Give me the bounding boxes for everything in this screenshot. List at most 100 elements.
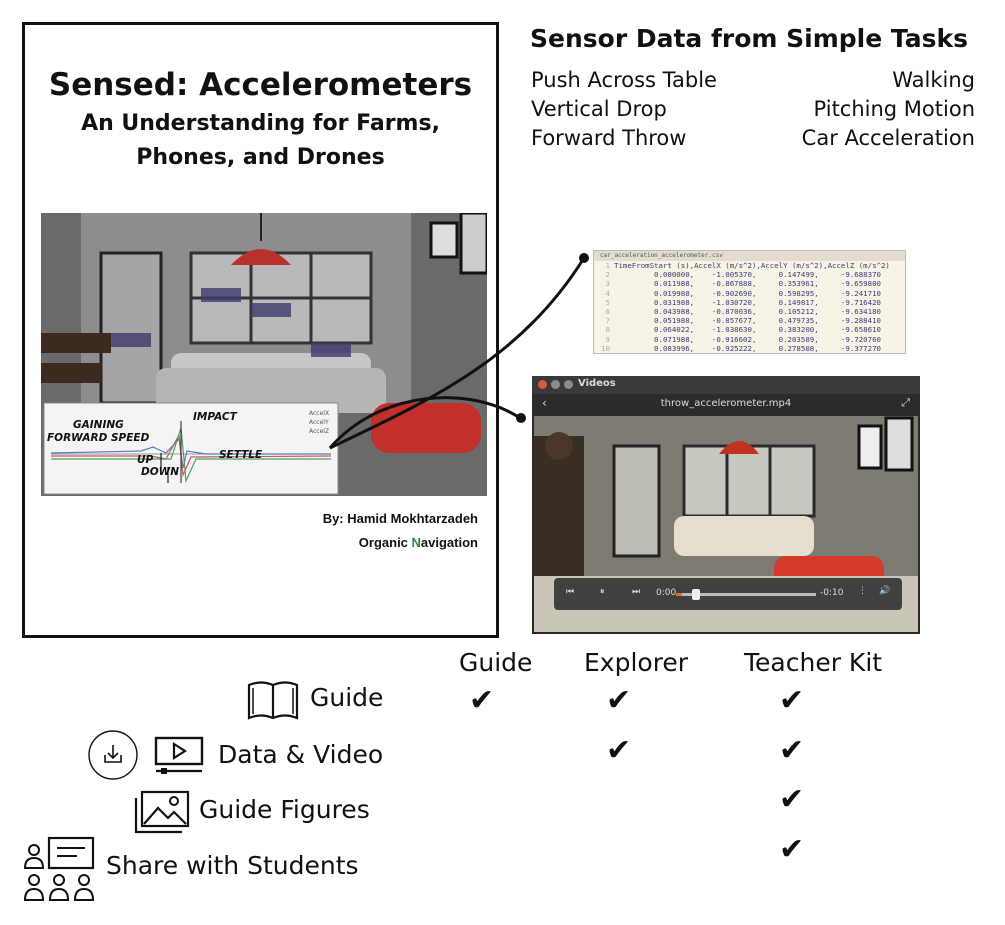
csv-line-number: 10 (601, 343, 610, 353)
seek-progress (676, 593, 682, 596)
task-item: Car Acceleration (801, 126, 975, 150)
maximize-window-button[interactable] (564, 380, 573, 389)
window-titlebar: Videos (532, 376, 920, 394)
column-header-guide: Guide (459, 648, 533, 677)
seek-handle[interactable] (691, 589, 700, 600)
csv-row: 2 0.000000, -1.005370, 0.147499, -9.6883… (596, 270, 905, 279)
column-header-teacher-kit: Teacher Kit (744, 648, 883, 677)
graph-label-settle: SETTLE (219, 449, 263, 461)
csv-row: 3 0.011988, -0.867888, 0.353961, -9.6598… (596, 279, 905, 288)
skip-forward-icon[interactable]: ⏭ (632, 587, 641, 597)
publisher-pre: Organic (358, 535, 412, 550)
image-icon (134, 790, 190, 834)
csv-line-number: 4 (605, 288, 610, 298)
video-icon (154, 736, 204, 774)
publisher-post: avigation (420, 535, 478, 550)
graph-label-gaining-line1: GAINING (73, 419, 124, 431)
csv-cell: -0.867888, (694, 279, 757, 289)
csv-cell: -0.857677, (694, 316, 757, 326)
back-arrow-icon[interactable]: ‹ (542, 396, 547, 410)
video-frame[interactable]: ⏮ ⏸ ⏭ 0:00 -0:10 ⋮ 🔊 (534, 416, 918, 632)
csv-line-number: 7 (605, 316, 610, 326)
csv-cell: -0.902690, (694, 288, 757, 298)
csv-cell: 0.353961, (756, 279, 819, 289)
csv-cell: -9.688370 (818, 270, 881, 280)
row-label-guide: Guide (310, 683, 384, 712)
csv-line-number: 2 (605, 270, 610, 280)
legend-accel-z: AccelZ (309, 428, 330, 435)
cover-publisher: Organic Navigation (359, 535, 478, 550)
time-current: 0:00 (656, 588, 677, 598)
graph-label-impact: IMPACT (193, 411, 237, 423)
check-guide-explorer: ✔ (606, 683, 632, 718)
close-window-button[interactable] (538, 380, 547, 389)
download-icon (88, 730, 138, 780)
cover-subtitle: An Understanding for Farms, Phones, and … (25, 107, 496, 175)
csv-cell: 0.031988, (614, 297, 695, 307)
csv-tab: car_acceleration_accelerometer.csv (594, 251, 905, 261)
playback-controls: ⏮ ⏸ ⏭ 0:00 -0:10 ⋮ 🔊 (554, 578, 902, 610)
check-share-teacher-kit: ✔ (779, 832, 805, 867)
task-item: Pitching Motion (813, 97, 975, 121)
csv-row: 4 0.019988, -0.902690, 0.598295, -9.2417… (596, 289, 905, 298)
csv-cell: 0.149817, (756, 297, 819, 307)
skip-back-icon[interactable]: ⏮ (566, 587, 575, 597)
csv-cell: -0.870036, (694, 307, 757, 317)
check-data-video-teacher-kit: ✔ (779, 733, 805, 768)
csv-row: 7 0.051988, -0.857677, 0.479735, -9.2884… (596, 316, 905, 325)
csv-cell: 0.051988, (614, 316, 695, 326)
csv-cell: 0.383200, (756, 325, 819, 335)
cover-photo: GAINING FORWARD SPEED IMPACT UP DOWN SET… (41, 213, 487, 496)
task-item: Walking (892, 68, 975, 92)
csv-cell: 0.019988, (614, 288, 695, 298)
task-item: Push Across Table (531, 68, 717, 92)
legend-accel-y: AccelY (309, 419, 329, 426)
csv-cell: -9.659800 (818, 279, 881, 289)
cover-subtitle-line1: An Understanding for Farms, (81, 111, 440, 136)
csv-row: 10 0.083996, -0.925222, 0.278508, -9.377… (596, 344, 905, 353)
task-item: Vertical Drop (531, 97, 667, 121)
csv-row: 5 0.031988, -1.030720, 0.149817, -9.7164… (596, 298, 905, 307)
csv-cell: -9.658610 (818, 325, 881, 335)
csv-cell: 0.598295, (756, 288, 819, 298)
csv-cell: 0.000000, (614, 270, 695, 280)
publisher-logo-n: N (411, 535, 421, 550)
seek-bar[interactable] (676, 589, 816, 600)
volume-icon[interactable]: 🔊 (879, 586, 891, 596)
csv-cell: -1.030720, (694, 297, 757, 307)
csv-cell: 0.083996, (614, 343, 695, 353)
csv-header: TimeFromStart (s),AccelX (m/s^2),AccelY … (614, 261, 890, 270)
csv-cell: 0.011988, (614, 279, 695, 289)
cover-author: By: Hamid Mokhtarzadeh (322, 511, 478, 526)
csv-cell: -9.634180 (818, 307, 881, 317)
graph-label-down: DOWN (141, 466, 180, 478)
csv-line-number: 8 (605, 325, 610, 335)
csv-cell: -9.377270 (818, 343, 881, 353)
fullscreen-icon[interactable]: ⤢ (901, 396, 910, 409)
pause-icon[interactable]: ⏸ (600, 587, 605, 597)
video-filename: throw_accelerometer.mp4 (660, 398, 792, 409)
csv-cell: -1.005370, (694, 270, 757, 280)
graph-label-gaining-line2: FORWARD SPEED (47, 432, 150, 444)
csv-cell: 0.043988, (614, 307, 695, 317)
csv-cell: 0.105212, (756, 307, 819, 317)
minimize-window-button[interactable] (551, 380, 560, 389)
csv-cell: -0.916602, (694, 334, 757, 344)
classroom-icon (23, 836, 95, 901)
living-room-photo (41, 213, 487, 496)
csv-cell: 0.479735, (756, 316, 819, 326)
csv-cell: -1.038630, (694, 325, 757, 335)
more-options-icon[interactable]: ⋮ (858, 586, 867, 596)
graph-label-up: UP (137, 454, 154, 466)
csv-row: 6 0.043988, -0.870036, 0.105212, -9.6341… (596, 307, 905, 316)
check-data-video-explorer: ✔ (606, 733, 632, 768)
csv-cell: 0.203589, (756, 334, 819, 344)
cover-subtitle-line2: Phones, and Drones (136, 145, 385, 170)
book-cover: Sensed: Accelerometers An Understanding … (22, 22, 499, 638)
check-guide-guide: ✔ (469, 683, 495, 718)
csv-line-number: 5 (605, 297, 610, 307)
column-header-explorer: Explorer (584, 648, 689, 677)
